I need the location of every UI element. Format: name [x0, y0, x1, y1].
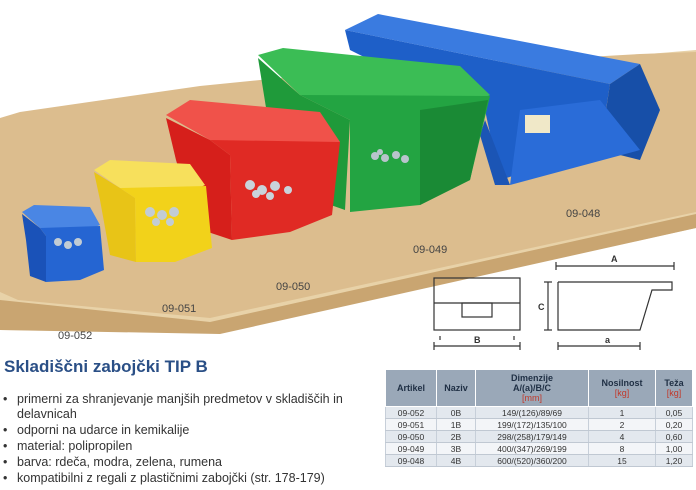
table-row: 09-050 2B 298/(258)/179/149 4 0,60 [385, 430, 693, 443]
feature-item: •kompatibilni z regali z plastičnimi zab… [3, 471, 325, 485]
cell-teza: 1,00 [655, 442, 693, 455]
header-artikel: Artikel [385, 369, 437, 407]
product-code-09-050: 09-050 [276, 281, 311, 293]
product-photo: A C [0, 14, 696, 340]
page-title: Skladiščni zabojčki TIP B [4, 357, 208, 376]
dimension-label-c: C [538, 302, 545, 312]
cell-naziv: 1B [436, 418, 476, 431]
header-nosilnost: Nosilnost [kg] [588, 369, 656, 407]
table-row: 09-048 4B 600/(520)/360/200 15 1,20 [385, 454, 693, 467]
diagram-dimension-lines: B a [433, 335, 641, 350]
cell-dimenzije: 298/(258)/179/149 [475, 430, 589, 443]
feature-item: •odporni na udarce in kemikalije [3, 423, 190, 437]
cell-naziv: 3B [436, 442, 476, 455]
product-code-09-051: 09-051 [162, 303, 197, 315]
cell-artikel: 09-052 [385, 406, 437, 419]
product-code-09-049: 09-049 [413, 244, 448, 256]
cell-artikel: 09-051 [385, 418, 437, 431]
cell-naziv: 4B [436, 454, 476, 467]
cell-dimenzije: 149/(126)/89/69 [475, 406, 589, 419]
bin-blue-small [22, 205, 104, 282]
spec-table: Artikel Naziv Dimenzije A/(a)/B/C [mm] N… [385, 369, 693, 467]
cell-naziv: 2B [436, 430, 476, 443]
cell-teza: 1,20 [655, 454, 693, 467]
cell-artikel: 09-050 [385, 430, 437, 443]
bin-red [166, 100, 340, 240]
table-row: 09-051 1B 199/(172)/135/100 2 0,20 [385, 418, 693, 431]
cell-artikel: 09-049 [385, 442, 437, 455]
dimension-label-a-lower: a [605, 335, 611, 345]
header-dimenzije: Dimenzije A/(a)/B/C [mm] [475, 369, 589, 407]
cell-nosilnost: 15 [588, 454, 656, 467]
diagram-side-view [544, 262, 675, 331]
cell-nosilnost: 2 [588, 418, 656, 431]
header-naziv: Naziv [436, 369, 476, 407]
cell-naziv: 0B [436, 406, 476, 419]
header-teza: Teža [kg] [655, 369, 693, 407]
table-row: 09-052 0B 149/(126)/89/69 1 0,05 [385, 406, 693, 419]
cell-nosilnost: 8 [588, 442, 656, 455]
product-code-09-048: 09-048 [566, 208, 601, 220]
cell-artikel: 09-048 [385, 454, 437, 467]
table-row: 09-049 3B 400/(347)/269/199 8 1,00 [385, 442, 693, 455]
bin-yellow [94, 160, 212, 262]
cell-teza: 0,05 [655, 406, 693, 419]
cell-dimenzije: 400/(347)/269/199 [475, 442, 589, 455]
feature-item: •barva: rdeča, modra, zelena, rumena [3, 455, 222, 469]
feature-list: •primerni za shranjevanje manjših predme… [0, 392, 380, 487]
cell-teza: 0,60 [655, 430, 693, 443]
dimension-label-a-upper: A [611, 254, 618, 264]
cell-dimenzije: 199/(172)/135/100 [475, 418, 589, 431]
feature-item: •primerni za shranjevanje manjših predme… [3, 392, 343, 421]
product-code-09-052: 09-052 [58, 330, 93, 342]
diagram-front-view [433, 277, 521, 340]
dimension-label-b: B [474, 335, 481, 345]
feature-item: •material: polipropilen [3, 439, 133, 453]
cell-nosilnost: 1 [588, 406, 656, 419]
cell-nosilnost: 4 [588, 430, 656, 443]
cell-teza: 0,20 [655, 418, 693, 431]
cell-dimenzije: 600/(520)/360/200 [475, 454, 589, 467]
table-header-row: Artikel Naziv Dimenzije A/(a)/B/C [mm] N… [385, 369, 693, 407]
